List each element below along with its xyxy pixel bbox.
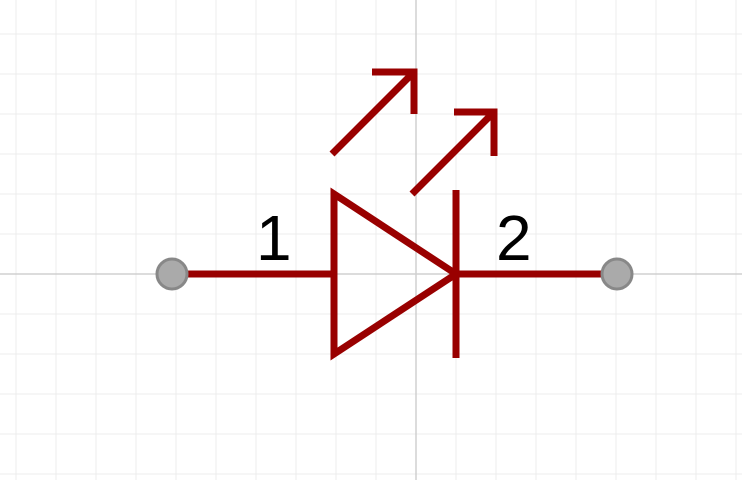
pin-1-endpoint[interactable] [155, 257, 189, 291]
led-symbol[interactable] [172, 68, 617, 361]
pin-endpoints [155, 257, 634, 291]
pin-1-label: 1 [256, 202, 292, 274]
pin-2-endpoint[interactable] [600, 257, 634, 291]
pin-2-label: 2 [496, 202, 532, 274]
light-emission-arrows-icon [329, 68, 498, 197]
diode-triangle-icon [330, 187, 463, 361]
